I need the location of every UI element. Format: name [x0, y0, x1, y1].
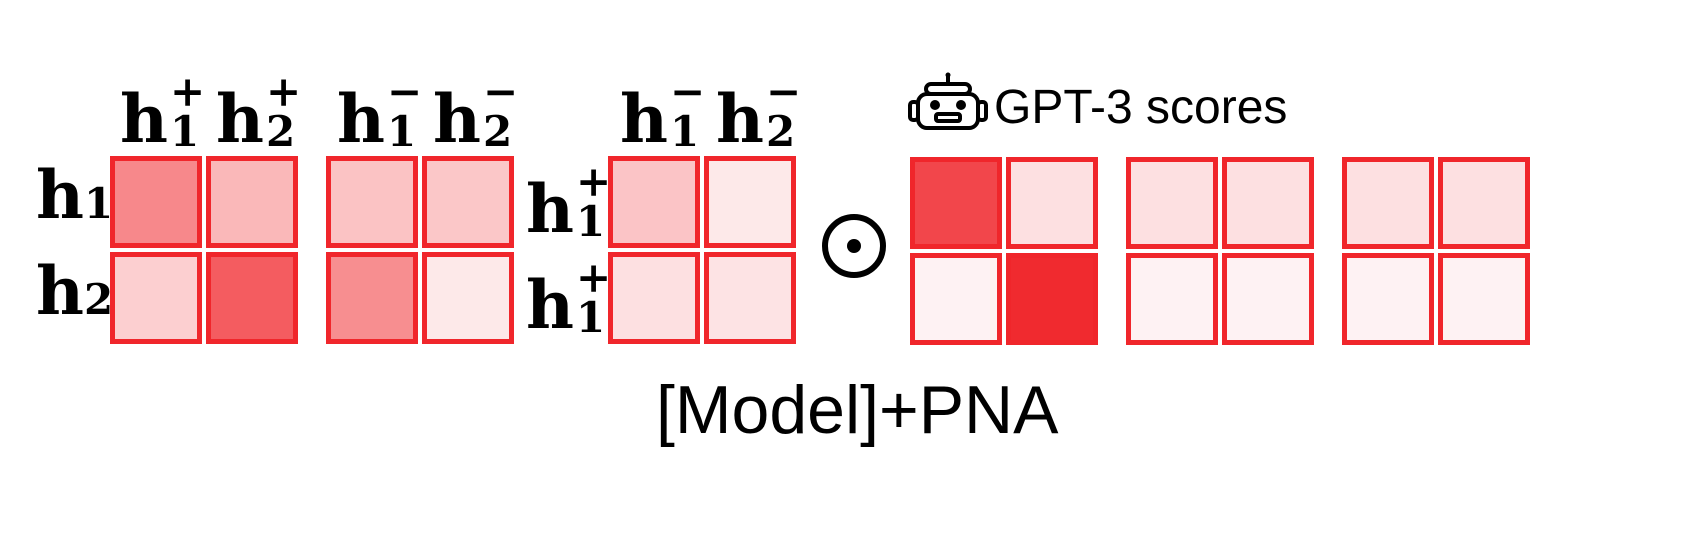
matrix-cell [608, 156, 700, 248]
matrix-cell [326, 252, 418, 344]
matrix-cell [608, 252, 700, 344]
column-label-h2-plus: h+2 [216, 67, 302, 158]
gpt3-scores-label: GPT-3 scores [994, 81, 1288, 134]
row-label-h1: h1 [36, 156, 114, 234]
robot-icon [908, 72, 988, 130]
matrix-cell [704, 252, 796, 344]
matrix-cell [1006, 253, 1098, 345]
matrix-cell [326, 156, 418, 248]
hadamard-product-icon [822, 214, 886, 278]
matrix-cell [206, 156, 298, 248]
matrix-cell [910, 157, 1002, 249]
column-label-h2-minus-2: h−2 [716, 67, 802, 158]
matrix-cell [206, 252, 298, 344]
column-label-h1-plus: h+1 [120, 67, 206, 158]
matrix-cell [1222, 253, 1314, 345]
matrix-cell [422, 252, 514, 344]
matrix-cell [704, 156, 796, 248]
matrix-cell [1438, 157, 1530, 249]
matrix-cell [422, 156, 514, 248]
matrix-cell [110, 156, 202, 248]
matrix-cell [1126, 253, 1218, 345]
row-label-h1-plus-bottom: h+1 [526, 253, 612, 344]
matrix-cell [1006, 157, 1098, 249]
column-label-h2-minus: h−2 [433, 67, 519, 158]
matrix-cell [1342, 253, 1434, 345]
row-label-h1-plus-top: h+1 [526, 157, 612, 248]
matrix-cell [1342, 157, 1434, 249]
matrix-cell [910, 253, 1002, 345]
caption: [Model]+PNA [656, 372, 1059, 448]
column-label-h1-minus: h−1 [337, 67, 423, 158]
matrix-cell [1126, 157, 1218, 249]
matrix-cell [110, 252, 202, 344]
row-label-h2: h2 [36, 252, 114, 330]
matrix-cell [1222, 157, 1314, 249]
matrix-cell [1438, 253, 1530, 345]
column-label-h1-minus-2: h−1 [620, 67, 706, 158]
